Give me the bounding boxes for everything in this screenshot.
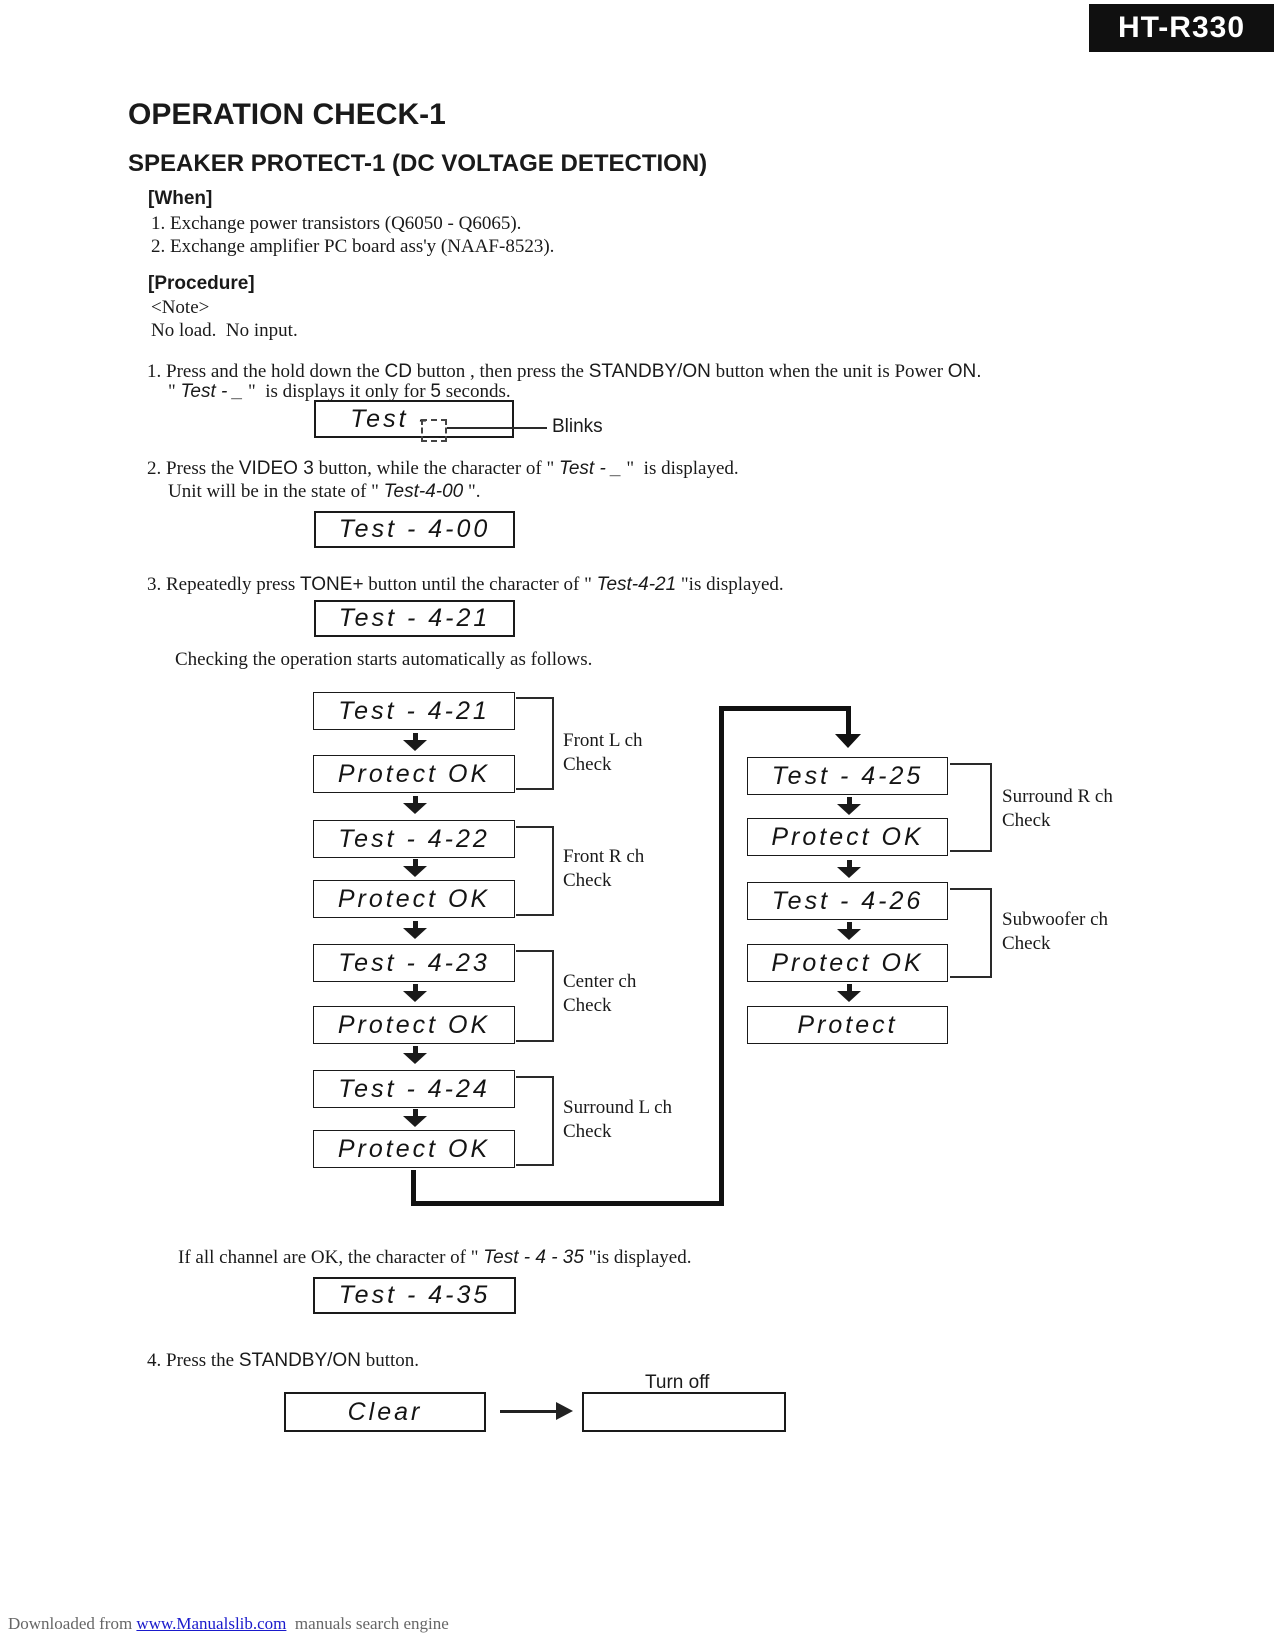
blinks-connector-line <box>447 427 547 429</box>
step-2-line-1: 2. Press the VIDEO 3 button, while the c… <box>147 458 739 479</box>
model-badge: HT-R330 <box>1089 4 1274 52</box>
flow-box-test-4-21: Test - 4-21 <box>313 692 515 730</box>
display-box-test-4-35: Test - 4-35 <box>313 1277 516 1314</box>
bracket-line <box>950 763 990 765</box>
manualslib-link[interactable]: www.Manualslib.com <box>136 1614 287 1633</box>
if-all-ok-text: If all channel are OK, the character of … <box>178 1247 692 1268</box>
flow-box-test-4-25: Test - 4-25 <box>747 757 948 795</box>
bracket-line <box>516 788 554 790</box>
procedure-heading: [Procedure] <box>148 273 255 294</box>
down-arrow-icon <box>836 984 862 1002</box>
loop-line-segment <box>411 1170 416 1206</box>
bracket-line <box>516 914 554 916</box>
when-item-2: 2. Exchange amplifier PC board ass'y (NA… <box>151 236 555 257</box>
display-box-test-4-00: Test - 4-00 <box>314 511 515 548</box>
flow-box-protect-ok-6: Protect OK <box>747 944 948 982</box>
down-arrow-icon <box>402 859 428 877</box>
bracket-line <box>950 888 990 890</box>
bracket-line <box>990 763 992 852</box>
step-4-line: 4. Press the STANDBY/ON button. <box>147 1350 419 1371</box>
clear-display-box: Clear <box>284 1392 486 1432</box>
bracket-line <box>990 888 992 978</box>
loop-line-segment <box>719 706 851 711</box>
flow-box-protect-ok-4: Protect OK <box>313 1130 515 1168</box>
down-arrow-icon <box>402 796 428 814</box>
footer-text: Downloaded from www.Manualslib.com manua… <box>8 1614 449 1633</box>
loop-line-segment <box>411 1201 724 1206</box>
step-1-line-1: 1. Press and the hold down the CD button… <box>147 361 982 382</box>
page-title: OPERATION CHECK-1 <box>128 98 446 131</box>
right-arrow-icon <box>556 1402 573 1420</box>
flow-box-protect-ok-3: Protect OK <box>313 1006 515 1044</box>
flow-box-protect-ok-1: Protect OK <box>313 755 515 793</box>
bracket-line <box>552 1076 554 1166</box>
when-heading: [When] <box>148 188 213 209</box>
down-arrow-icon <box>836 922 862 940</box>
step-2-line-2: Unit will be in the state of " Test-4-00… <box>168 481 481 502</box>
bracket-line <box>950 850 990 852</box>
blink-cursor: _ <box>421 419 447 442</box>
note-text: No load. No input. <box>151 320 298 341</box>
bracket-line <box>552 697 554 790</box>
down-arrow-icon <box>402 1046 428 1064</box>
down-arrow-icon <box>836 860 862 878</box>
flow-box-test-4-24: Test - 4-24 <box>313 1070 515 1108</box>
blinks-label: Blinks <box>552 416 603 437</box>
flow-box-test-4-26: Test - 4-26 <box>747 882 948 920</box>
down-arrow-icon <box>402 921 428 939</box>
turn-off-display-box <box>582 1392 786 1432</box>
bracket-line <box>516 1076 554 1078</box>
turn-off-label: Turn off <box>645 1372 710 1393</box>
flow-box-protect-final: Protect <box>747 1006 948 1044</box>
display-box-test-4-21: Test - 4-21 <box>314 600 515 637</box>
flow-box-test-4-22: Test - 4-22 <box>313 820 515 858</box>
bracket-line <box>516 1040 554 1042</box>
bracket-line <box>950 976 990 978</box>
step-1-line-2: " Test - _ " is displays it only for 5 s… <box>168 381 511 402</box>
checking-text: Checking the operation starts automatica… <box>175 649 593 670</box>
loop-line-segment <box>719 706 724 1206</box>
step-3-line: 3. Repeatedly press TONE+ button until t… <box>147 574 784 595</box>
down-arrow-icon <box>402 733 428 751</box>
bracket-line <box>552 950 554 1042</box>
display-box-test-blink: Test - <box>314 400 514 438</box>
flow-box-protect-ok-5: Protect OK <box>747 818 948 856</box>
when-item-1: 1. Exchange power transistors (Q6050 - Q… <box>151 213 522 234</box>
bracket-line <box>516 1164 554 1166</box>
bracket-line <box>516 826 554 828</box>
flow-box-protect-ok-2: Protect OK <box>313 880 515 918</box>
page-subtitle: SPEAKER PROTECT-1 (DC VOLTAGE DETECTION) <box>128 150 708 177</box>
bracket-line <box>516 950 554 952</box>
flow-box-test-4-23: Test - 4-23 <box>313 944 515 982</box>
down-arrow-icon <box>402 1109 428 1127</box>
loop-line-segment <box>846 706 851 736</box>
bracket-line <box>552 826 554 916</box>
right-arrow-icon <box>500 1410 558 1413</box>
down-arrow-icon <box>402 984 428 1002</box>
down-arrow-icon <box>836 797 862 815</box>
note-label: <Note> <box>151 297 210 318</box>
loop-arrowhead-icon <box>835 734 861 748</box>
bracket-line <box>516 697 554 699</box>
